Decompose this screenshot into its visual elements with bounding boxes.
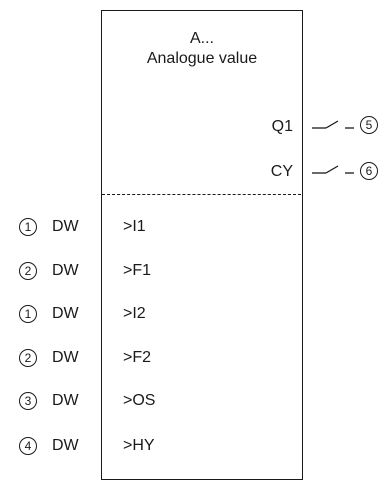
- input-label-f1: >F1: [123, 262, 152, 279]
- marker-circle: 3: [19, 392, 37, 410]
- input-label-f2: >F2: [123, 349, 152, 366]
- input-type: DW: [52, 437, 79, 454]
- input-label-os: >OS: [123, 392, 156, 409]
- marker-circle: 1: [19, 218, 37, 236]
- output-label-cy: CY: [270, 163, 293, 180]
- input-type: DW: [52, 305, 79, 322]
- output-label-q1: Q1: [271, 118, 293, 135]
- input-label-i2: >I2: [123, 305, 146, 322]
- marker-circle: 4: [19, 437, 37, 455]
- input-type: DW: [52, 218, 79, 235]
- marker-circle: 5: [360, 116, 378, 134]
- function-block: [101, 10, 303, 480]
- input-label-hy: >HY: [123, 437, 155, 454]
- contact-symbol-cy: [312, 165, 354, 174]
- block-subtitle: Analogue value: [146, 50, 258, 67]
- marker-circle: 6: [360, 162, 378, 180]
- marker-circle: 2: [19, 349, 37, 367]
- marker-circle: 1: [19, 305, 37, 323]
- input-type: DW: [52, 392, 79, 409]
- input-type: DW: [52, 349, 79, 366]
- input-type: DW: [52, 262, 79, 279]
- input-label-i1: >I1: [123, 218, 146, 235]
- contact-symbol-q1: [312, 120, 354, 129]
- block-title: A...: [189, 30, 214, 47]
- block-divider: [102, 194, 301, 195]
- marker-circle: 2: [19, 262, 37, 280]
